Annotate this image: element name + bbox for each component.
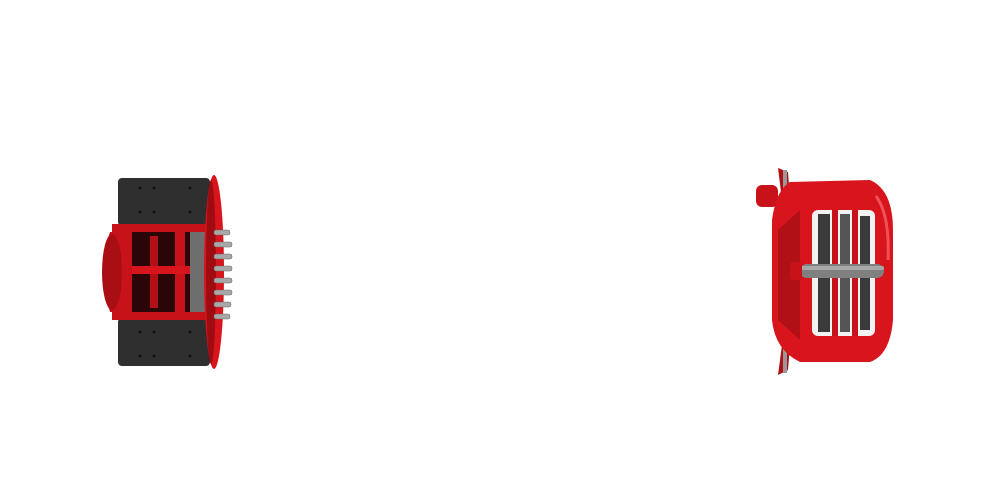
drum-brake [102,175,233,369]
brake-shoe-top [118,178,210,226]
wheel-studs [213,229,233,320]
disc-brake-caliper [756,168,893,375]
brake-shoe-bottom [118,318,210,366]
